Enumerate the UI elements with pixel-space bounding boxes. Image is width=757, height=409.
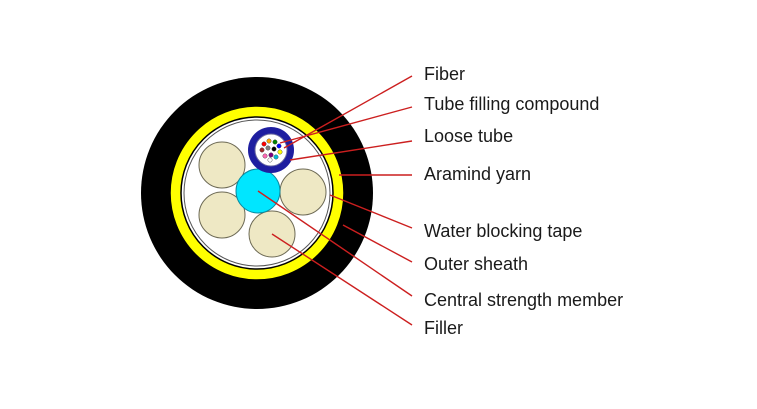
inner-core-boundary [183, 119, 331, 267]
label-central-strength-member: Central strength member [424, 290, 623, 310]
leader-line-central-strength-member [257, 190, 413, 297]
fiber-strand [259, 147, 265, 153]
leader-line-filler [271, 233, 413, 326]
fiber-strand [277, 149, 283, 155]
leader-lines [257, 75, 413, 326]
callout-labels: Fiber Tube filling compound Loose tube A… [424, 64, 623, 338]
leader-line-tube-filling-compound [279, 106, 413, 144]
fiber-strand [271, 146, 277, 152]
leader-line-outer-sheath [342, 224, 413, 263]
filler-top-left [198, 141, 246, 189]
fiber-strand [261, 141, 267, 147]
label-fiber: Fiber [424, 64, 465, 84]
label-loose-tube: Loose tube [424, 126, 513, 146]
cable-cross-section [141, 77, 373, 309]
fiber-strand [273, 154, 279, 160]
label-aramid-yarn: Aramind yarn [424, 164, 531, 184]
filler-bottom-left [198, 191, 246, 239]
fiber-strand [266, 138, 272, 144]
fiber-strand [267, 157, 273, 163]
filler-right [279, 168, 327, 216]
fiber-strand [268, 152, 274, 158]
label-tube-filling-compound: Tube filling compound [424, 94, 599, 114]
leader-line-water-blocking-tape [329, 194, 413, 229]
fiber-strand [272, 139, 278, 145]
leader-line-loose-tube [289, 140, 413, 161]
label-outer-sheath: Outer sheath [424, 254, 528, 274]
fiber-strand [276, 143, 282, 149]
label-water-blocking-tape: Water blocking tape [424, 221, 582, 241]
fiber-strand [265, 145, 271, 151]
fiber-strand [262, 153, 268, 159]
label-filler: Filler [424, 318, 463, 338]
fiber-bundle [259, 138, 283, 163]
